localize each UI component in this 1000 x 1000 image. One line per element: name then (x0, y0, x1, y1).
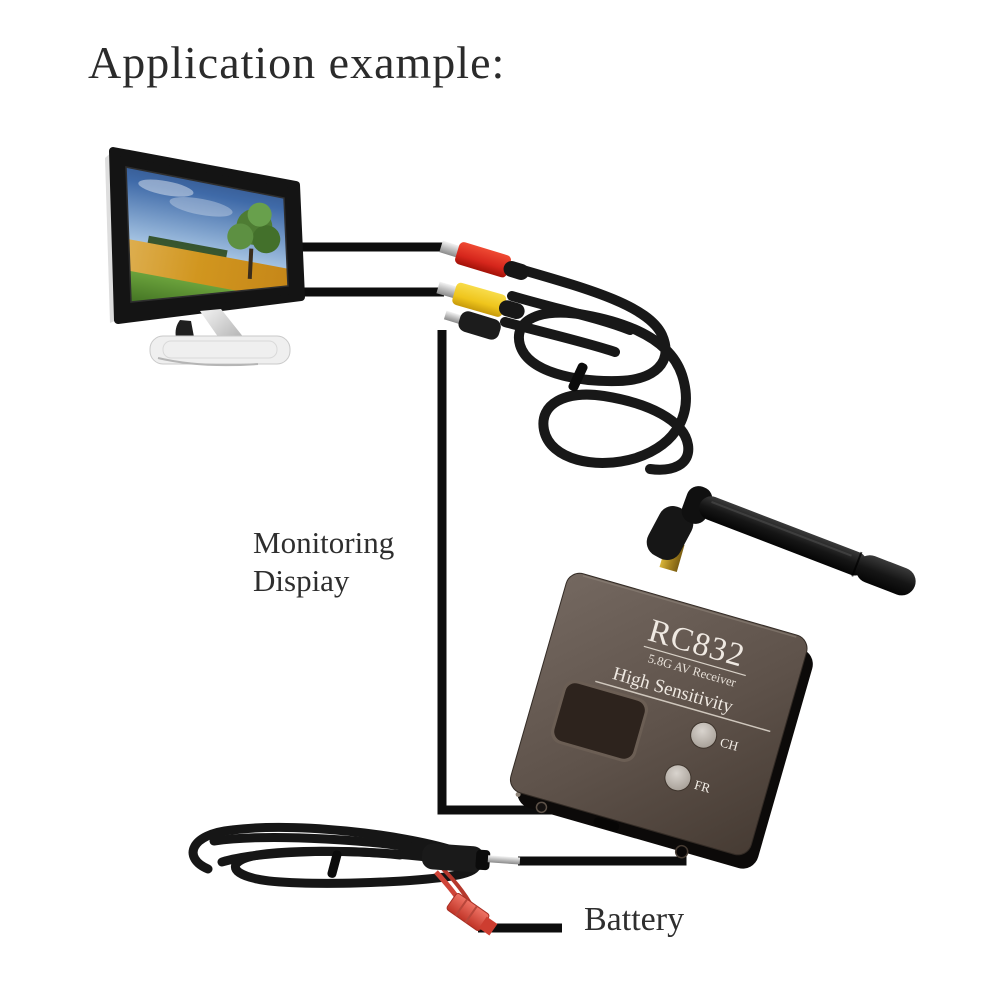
antenna (646, 486, 916, 596)
battery-label: Battery (584, 901, 685, 938)
screen-tree-trunk (247, 248, 254, 279)
frequency-button-label: FR (693, 777, 713, 796)
power-link-line (518, 846, 687, 866)
rca-video-plug (439, 240, 530, 280)
receiver-top-highlight (582, 575, 797, 638)
rca-video-boot (503, 261, 530, 280)
rca-video-tip (439, 240, 462, 258)
receiver-illustration: RC832 5.8G AV Receiver High Sensitivity … (509, 572, 813, 869)
channel-button (690, 721, 718, 749)
receiver-underline (595, 680, 771, 733)
av-cable-illustration (436, 240, 694, 475)
frequency-button (664, 764, 692, 792)
dc-barrel-ring (475, 849, 491, 871)
battery-cable-illustration (188, 822, 521, 936)
antenna-elbow (646, 505, 694, 561)
page-title: Application example: (88, 37, 506, 88)
audio-jack-body (458, 311, 501, 340)
dc-barrel-body (421, 843, 485, 873)
rca-audio-tip (436, 281, 458, 299)
screen-cloud (138, 179, 194, 197)
monitoring-label-line1: Monitoring (253, 525, 395, 560)
audio-jack-plug (443, 310, 501, 340)
monitor-illustration (105, 147, 305, 367)
battery-cable-tie (327, 850, 342, 878)
monitoring-label-line2: Dispiay (253, 563, 350, 598)
screen-cloud (169, 197, 233, 217)
rca-video-body (455, 242, 511, 278)
av-out-port (593, 817, 620, 832)
av-cable-coil (500, 263, 694, 475)
stand-base-shadow (157, 357, 259, 367)
rca-audio-boot (499, 300, 525, 320)
rca-audio-plug (436, 281, 525, 320)
channel-button-label: CH (718, 734, 739, 753)
screen-treeline (147, 235, 228, 259)
jst-ridges (454, 898, 478, 924)
screen-tree-foliage (227, 202, 281, 254)
power-port (674, 844, 689, 859)
stand-base (149, 335, 291, 365)
receiver-divider-line (643, 645, 746, 677)
screen-inner-border (125, 166, 289, 303)
monitoring-display-label: Monitoring Dispiay (253, 524, 394, 600)
jst-tip (478, 916, 498, 936)
antenna-rod (699, 496, 916, 596)
antenna-seam (851, 551, 863, 577)
stand-base-detail (162, 340, 278, 359)
antenna-highlight (711, 501, 852, 557)
antenna-rod-tip (855, 555, 916, 596)
receiver-body (509, 572, 808, 856)
display-window (554, 683, 645, 759)
rca-audio-body (452, 282, 507, 317)
dc-barrel-connector (421, 843, 521, 873)
jst-connector (446, 893, 498, 936)
cable-tie (568, 362, 588, 392)
audio-jack-pin (443, 310, 463, 325)
antenna-rod-shaft (699, 496, 867, 576)
audio-out-port (535, 801, 548, 814)
dc-barrel-pin (487, 855, 521, 865)
